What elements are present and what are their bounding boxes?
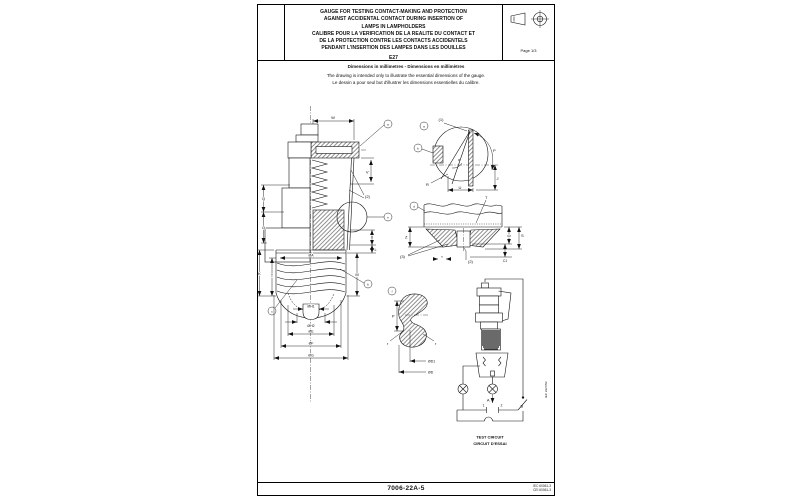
note-label-d: d [413,205,415,209]
figure-reference: IEC 2227/02 [544,381,548,398]
drawing-note-en: The drawing is intended only to illustra… [326,72,486,78]
dim-label-c2: C2 [507,234,511,238]
main-section-view: W e (2) a [258,106,393,402]
page-number: Page 1/3 [520,48,537,53]
lamp-cap-code: E27 [389,54,398,61]
part-label-2: (2) [365,194,371,199]
dim-label-t2: T [485,195,488,200]
dim-label-od: ØD [428,371,434,375]
dim-label-k: K [258,271,261,276]
dim-label-z: Z [405,235,408,240]
dim-label-of: ØF [309,342,314,346]
dim-label-r-left: r [387,341,389,346]
drawing-note-fr: Le dessin a pour seul but d'illustrer le… [332,80,480,86]
dim-label-l: L [375,247,378,252]
dim-label-j: J [497,176,499,181]
first-angle-projection-icon [510,10,549,28]
thread-profile-detail-view: f P r r ØD1 ØD [387,286,437,375]
dim-label-og: ØG [308,354,314,358]
footer: 7006-22A-5 IEC 60061-3 CEI 60061-3 [258,482,554,495]
switch-label-b: B [521,404,524,409]
note-label-f: f [392,290,393,294]
dim-label-oa: ØA [308,254,314,258]
note-label-a: a [387,123,389,127]
contact-label-1: 1 [483,404,485,408]
dim-label-q: Q [262,196,265,201]
dim-label-c1: C1 [503,259,508,263]
note-label-a2: a [423,125,425,129]
title-en-line2: AGAINST ACCIDENTAL CONTACT DURING INSERT… [323,16,464,23]
standard-sheet: GAUGE FOR TESTING CONTACT-MAKING AND PRO… [257,4,555,496]
title-en-line1: GAUGE FOR TESTING CONTACT-MAKING AND PRO… [320,9,467,15]
dim-label-w: W [331,115,335,120]
dim-label-t: T [271,273,274,278]
lampholder-section-view: T d Z (3) s (2) C2 S C1 [400,195,524,264]
test-circuit-caption-fr: CIRCUIT D'ESSAI [473,441,506,446]
dim-label-oh2: ØH2 [307,324,314,328]
title-fr-line3: PENDANT L'INSERTION DES LAMPES DANS LES … [321,45,466,52]
dim-label-p: P [493,148,496,153]
note-label-e: e [387,216,389,220]
test-circuit-caption-en: TEST CIRCUIT [476,435,504,440]
dim-label-r: R [426,182,429,187]
note-label-c: c [271,310,273,314]
standard-reference: IEC 60061-3 CEI 60061-3 [533,484,551,492]
terminal-label-a: A [487,398,490,403]
dim-label-oe: ØE [308,330,314,334]
dim-label-u: U [459,185,462,190]
part-label-1: (1) [439,117,445,122]
dim-label-s: S [371,235,374,240]
dim-label-od1: ØD1 [428,360,435,364]
switch-contact-dot [521,396,525,399]
title-en-line3: LAMPS IN LAMPHOLDERS [361,23,426,30]
blade-detail-view: α (1) a b R U P J [413,117,499,192]
technical-drawing: W e (2) a [258,106,548,446]
note-label-b2: b [417,147,419,151]
title-fr-line2: DE LA PROTECTION CONTRE LES CONTACTS ACC… [319,38,468,44]
title-text: GAUGE FOR TESTING CONTACT-MAKING AND PRO… [285,5,502,61]
contact-label-2: 2 [501,404,503,408]
dimensions-note: Dimensions in millimetres - Dimensions e… [347,64,465,69]
dim-label-oh1: ØH1 [307,305,314,309]
note-label-b: b [367,283,369,287]
dim-label-s2: S [521,233,524,238]
title-fr-line1: CALIBRE POUR LA VERIFICATION DE LA REALI… [311,30,476,37]
dim-label-o: O [262,225,265,230]
title-block-left-cell [258,5,285,60]
dim-label-v: V [366,170,369,175]
standard-reference-en: IEC 60061-3 [533,484,551,488]
sheet-number: 7006-22A-5 [387,485,425,492]
dim-label-p2: P [392,314,395,319]
part-label-2b: (2) [468,259,474,264]
standard-reference-fr: CEI 60061-3 [533,488,551,492]
test-circuit-diagram: A 1 2 B TEST CIRCUIT CIRCUIT D'ESSAI IEC… [456,278,548,446]
dim-label-r-right: r [435,341,437,346]
title-block-right-cell: Page 1/3 [502,5,554,60]
notes: Dimensions in millimetres - Dimensions e… [258,63,554,87]
title-block: GAUGE FOR TESTING CONTACT-MAKING AND PRO… [258,5,554,61]
part-label-3: (3) [400,254,406,259]
dim-label-s-small: s [441,255,443,259]
angle-label-alpha: α [458,158,460,162]
dim-label-m: M [355,272,358,277]
